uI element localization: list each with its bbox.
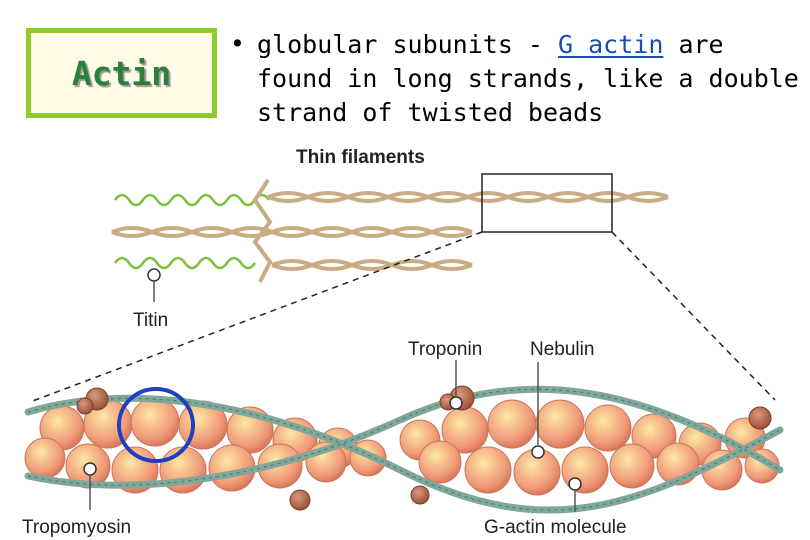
title-box: Actin xyxy=(26,28,217,118)
g-actin-label: G-actin molecule xyxy=(484,517,627,538)
titin-label: Titin xyxy=(133,310,168,331)
zoom-box xyxy=(481,173,613,233)
tropomyosin-twist-lines xyxy=(27,388,781,511)
bullet-point: • globular subunits - G actin are found … xyxy=(230,28,800,130)
titin-pointer-dot xyxy=(147,268,161,282)
troponin-pointer-dot xyxy=(449,396,463,410)
tropomyosin-pointer-dot xyxy=(83,462,97,476)
bullet-text: globular subunits - G actin are found in… xyxy=(257,30,799,127)
zoom-guide-left xyxy=(29,231,483,403)
slide-title: Actin xyxy=(71,53,172,93)
bullet-icon: • xyxy=(230,29,245,58)
thin-filaments-heading: Thin filaments xyxy=(296,147,425,168)
thin-filament-strands xyxy=(111,178,669,283)
troponin-label: Troponin xyxy=(408,339,482,360)
nebulin-pointer-dot xyxy=(531,445,545,459)
tropomyosin-label: Tropomyosin xyxy=(22,517,131,538)
nebulin-label: Nebulin xyxy=(530,339,594,360)
g-actin-pointer-dot xyxy=(568,477,582,491)
annotation-circle xyxy=(117,387,195,463)
titin-strands xyxy=(113,193,271,270)
g-actin-link[interactable]: G actin xyxy=(558,30,664,59)
